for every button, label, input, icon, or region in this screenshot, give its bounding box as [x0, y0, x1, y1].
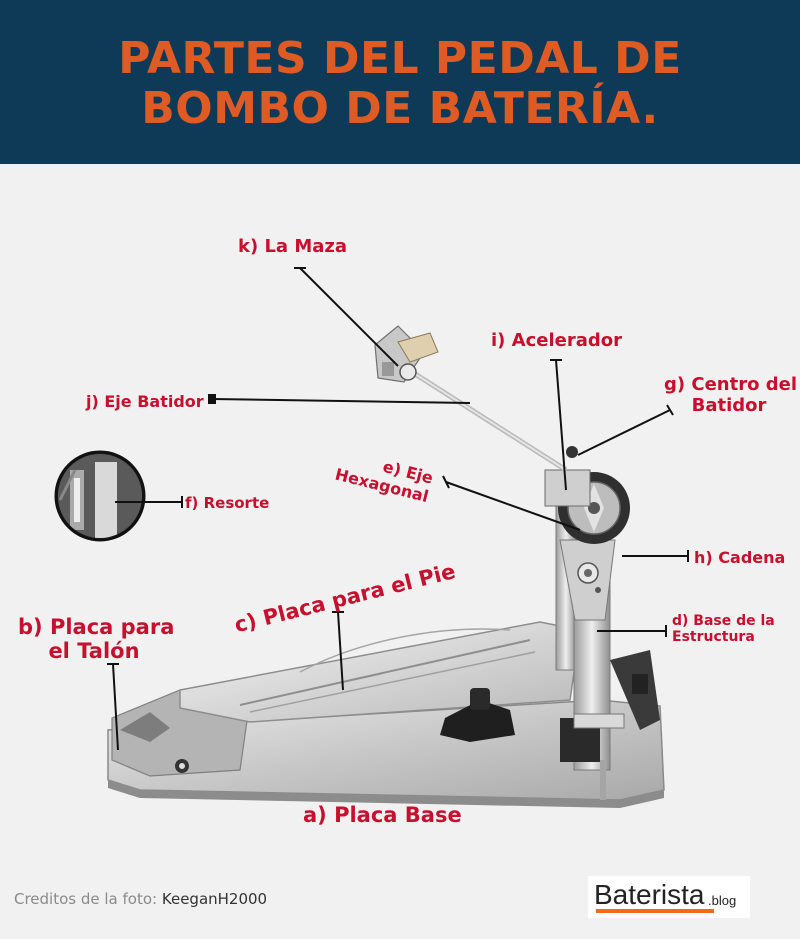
label-maza: k) La Maza: [238, 236, 348, 257]
label-acelerador: i) Acelerador: [491, 330, 623, 351]
label-talon-line1: b) Placa para: [18, 615, 175, 639]
diagram-area: [0, 164, 800, 939]
label-placa-talon: b) Placa para el Talón: [18, 615, 175, 663]
sprocket: [544, 469, 630, 544]
label-centro-line2: Batidor: [691, 395, 767, 416]
label-cadena: h) Cadena: [694, 548, 786, 567]
brand-logo: Baterista .blog: [588, 876, 750, 918]
label-resorte: f) Resorte: [185, 494, 270, 512]
brand-underline: [596, 909, 714, 913]
leader-lines: [107, 267, 689, 751]
brand-name: Baterista: [594, 879, 705, 910]
title-line-1: PARTES DEL PEDAL DE: [118, 33, 682, 84]
title-line-2: BOMBO DE BATERÍA.: [141, 83, 659, 134]
header-banner: PARTES DEL PEDAL DE BOMBO DE BATERÍA.: [0, 0, 800, 164]
label-talon-line2: el Talón: [48, 639, 140, 663]
label-centro-batidor: g) Centro del Batidor: [664, 374, 797, 416]
spur-knob: [440, 688, 515, 742]
leader-placa-pie: [337, 611, 344, 691]
label-base-estructura: d) Base de la Estructura: [672, 613, 775, 645]
page-title: PARTES DEL PEDAL DE BOMBO DE BATERÍA.: [0, 34, 800, 134]
photo-credit: Creditos de la foto: KeeganH2000: [14, 890, 267, 908]
beater-rod: [410, 369, 578, 473]
leader-eje-batidor: [211, 398, 471, 404]
leader-centro: [577, 409, 671, 456]
label-eje-batidor: j) Eje Batidor: [86, 392, 204, 411]
leader-talon: [112, 663, 119, 751]
beater-head: [374, 325, 439, 383]
spring-inset: [54, 450, 146, 542]
leader-acelerador: [555, 359, 567, 491]
brand-tld: .blog: [708, 893, 737, 908]
credit-prefix: Creditos de la foto:: [14, 890, 158, 908]
label-centro-line1: g) Centro del: [664, 374, 797, 395]
leader-maza: [299, 267, 399, 367]
credit-author: KeeganH2000: [161, 890, 268, 908]
label-placa-base: a) Placa Base: [303, 803, 462, 827]
leader-eje-hex: [445, 481, 581, 531]
label-base-line2: Estructura: [672, 629, 755, 645]
frame-post: [555, 469, 660, 800]
label-base-line1: d) Base de la: [672, 613, 775, 629]
